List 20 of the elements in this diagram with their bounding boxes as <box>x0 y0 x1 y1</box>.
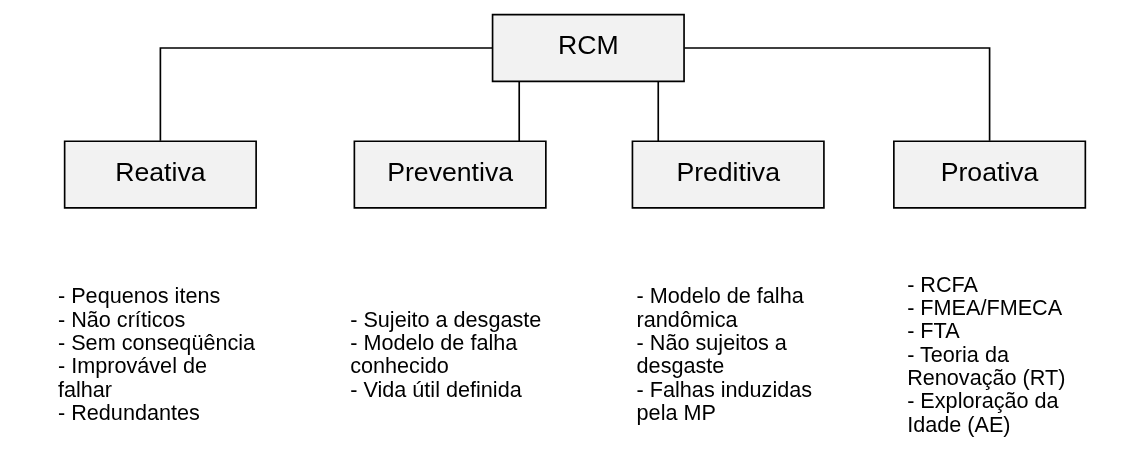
node-label: - Vida útil definida <box>350 376 522 402</box>
node-label: - FMEA/FMECA <box>907 295 1063 321</box>
node-label: - RCFA <box>907 271 979 297</box>
node-label: - Redundantes <box>57 399 200 425</box>
connector <box>159 47 494 142</box>
node-label: - FTA <box>907 318 960 344</box>
node-label: - Pequenos itens <box>57 283 221 309</box>
node-label: - Sem conseqüência <box>57 330 256 356</box>
node-label: - Teoria da Renovação (RT) <box>907 341 1066 391</box>
connector <box>683 47 991 142</box>
connector <box>657 81 660 142</box>
node-box: Proativa <box>893 140 1087 209</box>
node-box: Preditiva <box>631 140 825 209</box>
node-box: RCM <box>491 13 685 83</box>
node-label: - Não sujeitos a desgaste <box>636 330 787 379</box>
node-label: - Sujeito a desgaste <box>350 306 542 332</box>
connector <box>518 81 521 142</box>
node-box: Reativa <box>63 140 257 209</box>
node-label: - Modelo de falha randômica <box>636 283 804 332</box>
node-box: Preventiva <box>353 140 547 209</box>
